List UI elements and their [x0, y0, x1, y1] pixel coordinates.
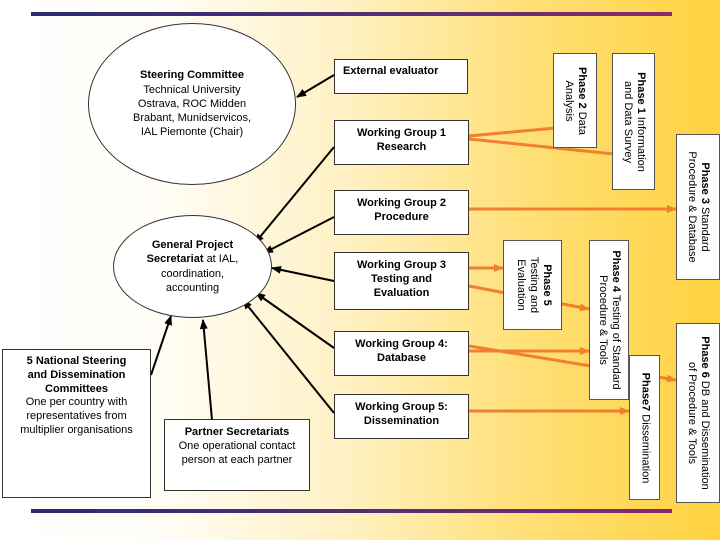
phase-desc: and Data Survey — [621, 80, 634, 163]
arrow-national-to-secretariat — [150, 315, 172, 376]
working-group-label: Evaluation — [373, 286, 430, 299]
working-group-3-node: Working Group 3 Testing and Evaluation — [334, 252, 469, 310]
working-group-label: Working Group 2 — [356, 197, 447, 209]
arrow-wg4-to-secretariat — [255, 292, 335, 349]
national-title: Committees — [45, 382, 108, 395]
steering-committee-node: Steering Committee Technical University … — [88, 23, 296, 185]
arrow-wg1-to-phase2 — [468, 123, 567, 138]
steering-committee-title: Steering Committee — [140, 69, 244, 82]
phase-4-box: Phase 4 Testing of Standard Procedure & … — [589, 240, 629, 400]
working-group-1-node: Working Group 1 Research — [334, 120, 469, 165]
phase-desc: Procedure & Tools — [597, 275, 609, 365]
secretariat-node: General Project Secretariat at IAL, coor… — [113, 215, 272, 318]
arrow-wg1-to-secretariat — [254, 146, 335, 244]
phase-2-box: Phase 2 Data Analysis — [553, 53, 597, 148]
partner-desc: person at each partner — [181, 453, 293, 466]
national-title: and Dissemination — [27, 368, 126, 381]
phase-6-box: Phase 6 DB and Dissemination of Procedur… — [676, 323, 720, 503]
arrow-wg2-to-secretariat — [263, 216, 335, 254]
phase-desc: Standard — [699, 203, 712, 252]
secretariat-desc: at IAL, — [206, 253, 239, 266]
phase-label: Phase 1 — [634, 71, 647, 114]
phase-desc: Analysis — [563, 80, 575, 121]
working-group-label: Procedure — [374, 210, 429, 223]
phase-7-box: Phase7 Dissemination — [629, 355, 660, 500]
phase-desc: Dissemination — [639, 410, 652, 483]
arrow-external-to-steering — [296, 74, 335, 98]
top-divider-bar — [31, 12, 672, 16]
arrow-partner-to-secretariat — [199, 319, 213, 421]
arrow-wg3-to-secretariat — [271, 265, 335, 282]
steering-member-line: Technical University — [143, 83, 241, 96]
secretariat-title-2: Secretariat — [146, 253, 204, 266]
phase-desc: Procedure & Database — [686, 151, 698, 263]
bottom-divider-bar — [31, 509, 672, 513]
external-evaluator-node: External evaluator — [334, 59, 468, 94]
secretariat-desc: coordination, — [161, 267, 224, 280]
phase-label: Phase 2 — [576, 66, 589, 109]
working-group-4-node: Working Group 4: Database — [334, 331, 469, 376]
arrow-wg5-to-secretariat — [242, 299, 335, 414]
steering-member-line: Brabant, Munidservicos, — [133, 112, 251, 125]
phase-label: Phase 4 — [610, 250, 623, 292]
arrow-wg1-to-phase1 — [468, 137, 624, 159]
working-group-label: Working Group 3 — [356, 259, 447, 271]
partner-title: Partner Secretariats — [184, 426, 290, 438]
working-group-label: Working Group 1 — [356, 127, 447, 139]
phase-3-box: Phase 3 Standard Procedure & Database — [676, 134, 720, 280]
working-group-5-node: Working Group 5: Dissemination — [334, 394, 469, 439]
working-group-label: Database — [377, 351, 426, 364]
phase-5-box: Phase 5 Testing and Evaluation — [503, 240, 562, 330]
phase-1-box: Phase 1 Information and Data Survey — [612, 53, 655, 190]
phase-label: Phase 3 — [699, 162, 712, 204]
national-desc: One per country with — [25, 396, 128, 409]
phase-desc: Testing of Standard — [610, 291, 623, 390]
working-group-label: Working Group 4: — [355, 338, 448, 350]
national-title: 5 National Steering — [26, 355, 127, 367]
phase-desc: Evaluation — [513, 259, 526, 311]
phase-label: Phase7 — [639, 372, 652, 411]
phase-desc: Data — [576, 108, 589, 135]
phase-label: Phase 6 — [699, 336, 712, 378]
working-group-label: Research — [376, 140, 427, 153]
steering-member-line: IAL Piemonte (Chair) — [140, 126, 244, 139]
steering-member-line: Ostrava, ROC Midden — [137, 97, 247, 110]
phase-label: Phase 5 — [540, 264, 553, 306]
working-group-2-node: Working Group 2 Procedure — [334, 190, 469, 235]
working-group-label: Working Group 5: — [355, 401, 448, 413]
phase-desc: of Procedure & Tools — [686, 362, 698, 464]
national-committees-node: 5 National Steering and Dissemination Co… — [2, 349, 151, 498]
national-desc: multiplier organisations — [20, 423, 133, 436]
secretariat-title: General Project — [151, 238, 234, 251]
partner-secretariats-node: Partner Secretariats One operational con… — [164, 419, 310, 491]
secretariat-desc: accounting — [165, 281, 220, 294]
phase-desc: Information — [634, 113, 647, 172]
working-group-label: Dissemination — [363, 414, 440, 427]
national-desc: representatives from — [26, 410, 127, 422]
phase-desc: DB and Dissemination — [699, 377, 712, 490]
phase-desc: Testing and — [527, 256, 540, 314]
partner-desc: One operational contact — [178, 439, 296, 452]
working-group-label: Testing and — [371, 272, 432, 285]
